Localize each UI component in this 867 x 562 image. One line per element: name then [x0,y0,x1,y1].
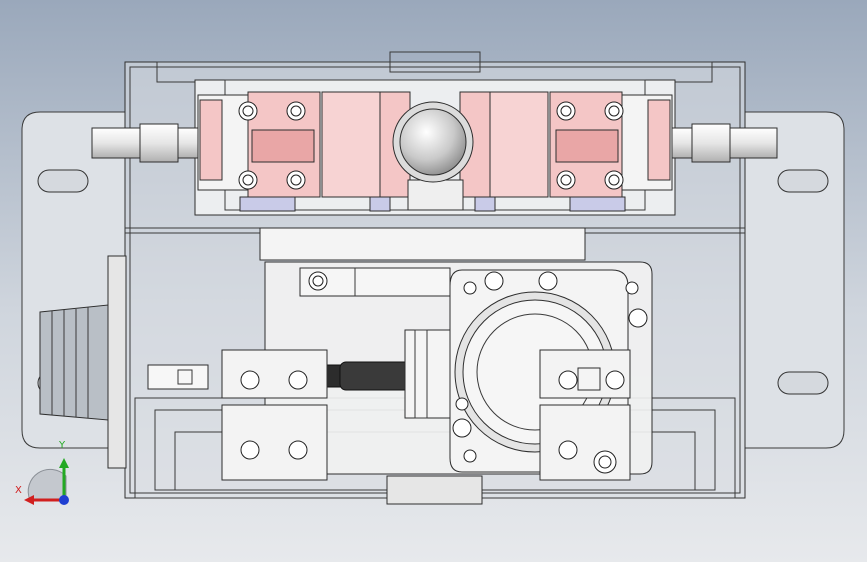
center-bushing [392,101,474,211]
y-axis-label: Y [59,440,66,451]
x-axis-label: X [15,485,22,496]
coordinate-triad-icon [24,458,69,505]
lower-clamp-left [147,349,328,481]
lower-clamp-right [539,349,631,481]
upper-screws [238,101,624,190]
drive-shaft [299,329,451,419]
left-cable-gland [39,255,127,469]
spacer-pads [239,196,626,212]
